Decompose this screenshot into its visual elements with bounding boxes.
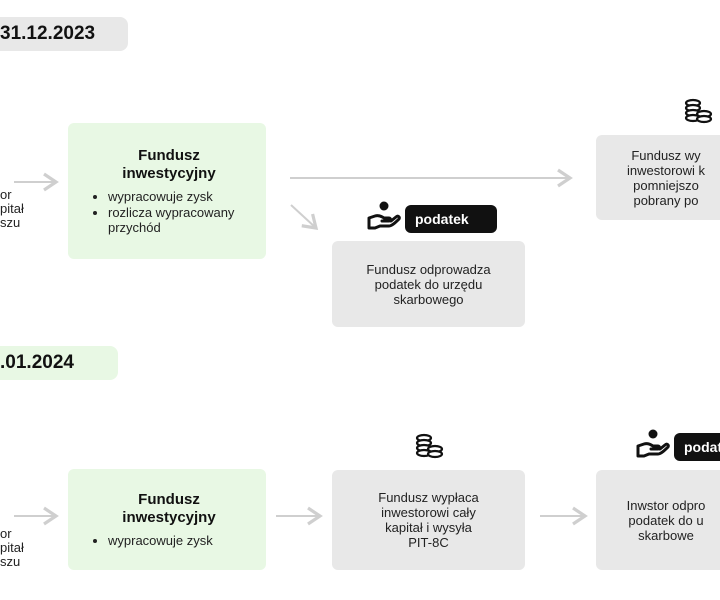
list-item: wypracowuje zysk bbox=[108, 533, 213, 548]
fund-box-2: Fundusz inwestycyjny wypracowuje zysk bbox=[68, 469, 266, 570]
fund-activity-list: wypracowuje zysk bbox=[88, 533, 213, 549]
hand-with-coin-icon bbox=[367, 201, 401, 230]
coins-stack-icon bbox=[684, 98, 713, 124]
list-item: rozlicza wypracowany przychód bbox=[108, 205, 250, 235]
tax-box-2: Inwstor odpro podatek do u skarbowe bbox=[596, 470, 720, 570]
arrow-fund-to-tax-1 bbox=[290, 204, 319, 230]
fund-activity-list: wypracowuje zysk rozlicza wypracowany pr… bbox=[88, 189, 250, 236]
fund-title-line: inwestycyjny bbox=[122, 164, 216, 182]
date-chip-2024: .01.2024 bbox=[0, 346, 118, 380]
payout-box-2: Fundusz wypłaca inwestorowi cały kapitał… bbox=[332, 470, 525, 570]
list-item: wypracowuje zysk bbox=[108, 189, 250, 204]
fund-title-line: Fundusz bbox=[138, 490, 200, 508]
date-chip-2023: 31.12.2023 bbox=[0, 17, 128, 51]
fund-box-1: Fundusz inwestycyjny wypracowuje zysk ro… bbox=[68, 123, 266, 259]
fund-title-line: Fundusz bbox=[138, 146, 200, 164]
date-label: .01.2024 bbox=[0, 352, 74, 373]
tax-badge-2: podat bbox=[674, 433, 720, 461]
date-label: 31.12.2023 bbox=[0, 23, 96, 44]
tax-box-1: Fundusz odprowadza podatek do urzędu ska… bbox=[332, 241, 525, 327]
left-truncated-text-1: or pitał szu bbox=[0, 187, 24, 230]
fund-title-line: inwestycyjny bbox=[122, 508, 216, 526]
payout-box-1: Fundusz wy inwestorowi k pomniejszo pobr… bbox=[596, 135, 720, 220]
tax-badge-1: podatek bbox=[405, 205, 497, 233]
left-truncated-text-2: or pitał szu bbox=[0, 526, 24, 569]
coins-stack-icon bbox=[415, 433, 444, 459]
hand-with-coin-icon bbox=[636, 429, 670, 458]
